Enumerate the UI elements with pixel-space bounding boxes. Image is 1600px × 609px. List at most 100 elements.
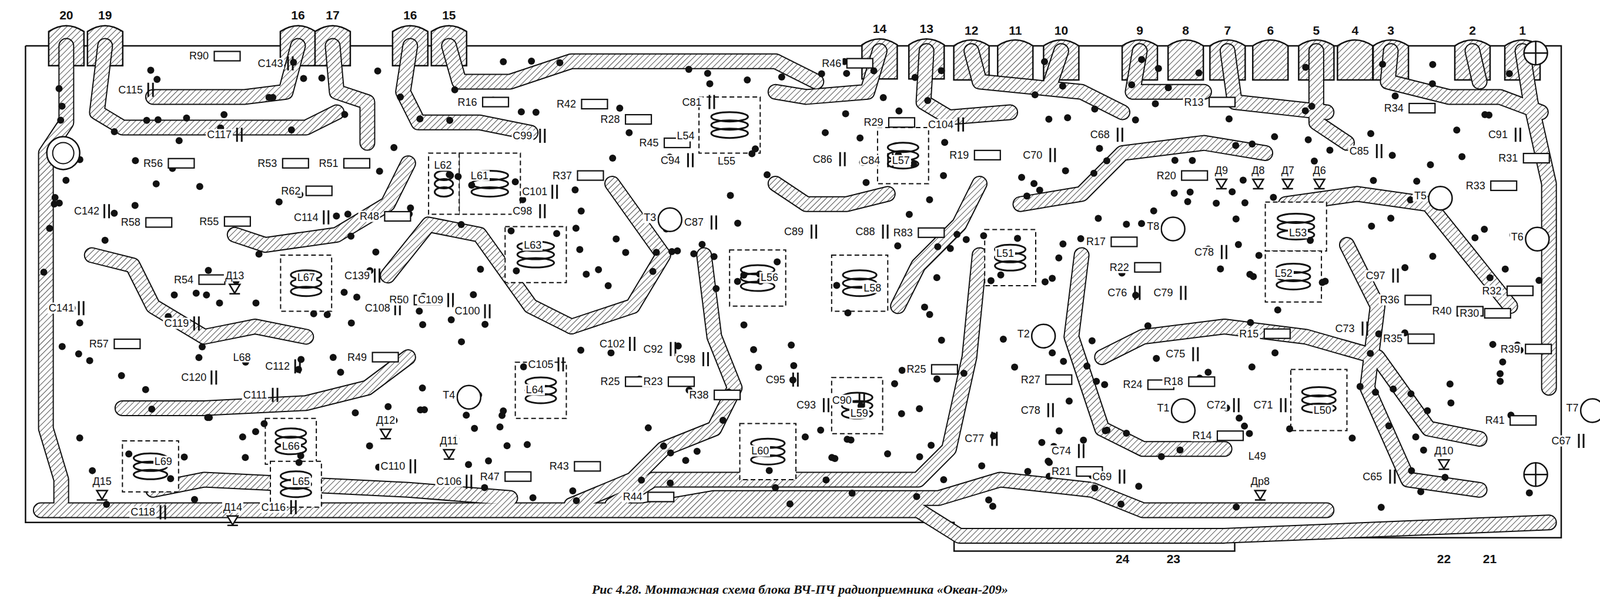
part-label: C78 (1019, 404, 1042, 416)
solder-pad (1489, 340, 1497, 348)
solder-pad (1480, 225, 1488, 233)
resistor-symbol (847, 58, 873, 69)
part-label: R18 (1162, 376, 1185, 388)
copper-trace (1346, 245, 1480, 491)
solder-pad (520, 363, 528, 371)
solder-pad (1248, 140, 1256, 148)
mounting-hole (1524, 462, 1548, 487)
solder-pad (239, 433, 247, 441)
solder-pad (1366, 349, 1374, 357)
solder-pad (1045, 459, 1053, 467)
solder-pad (1122, 429, 1130, 437)
capacitor-symbol (1180, 285, 1186, 300)
solder-pad (202, 291, 210, 299)
capacitor-symbol (466, 474, 472, 489)
solder-pad (1269, 193, 1277, 202)
coil-box (504, 226, 567, 283)
copper-trace (1102, 326, 1480, 440)
solder-pad (447, 316, 455, 324)
transistor-symbol (1525, 227, 1549, 251)
solder-pad (817, 426, 825, 434)
part-label: C119 (162, 318, 190, 330)
trace-edge (45, 45, 67, 511)
trace-edge (234, 163, 408, 246)
solder-pad (1446, 380, 1454, 388)
part-label: C102 (598, 338, 627, 350)
part-label: C65 (1361, 470, 1384, 482)
solder-pad (1301, 64, 1310, 72)
copper-trace (775, 183, 888, 204)
part-label: T5 (1413, 190, 1428, 202)
part-label: R27 (1019, 373, 1042, 386)
solder-pad (848, 489, 856, 497)
resistor-symbol (931, 364, 958, 374)
part-label: L66 (280, 440, 301, 452)
solder-pad (1241, 199, 1249, 207)
resistor-symbol (168, 158, 194, 169)
solder-pad (419, 384, 427, 392)
part-label: Д14 (222, 501, 244, 513)
solder-pad (470, 424, 478, 433)
transistor-symbol (658, 208, 682, 232)
solder-pad (577, 207, 585, 215)
solder-pad (1100, 380, 1109, 388)
capacitor-symbol (1233, 397, 1239, 413)
solder-pad (898, 366, 906, 374)
coil-box (280, 255, 332, 311)
solder-pad (51, 193, 59, 202)
copper-trace (643, 479, 1327, 511)
solder-pad (1412, 433, 1420, 441)
part-label: C116 (259, 501, 287, 513)
part-label: C72 (1205, 399, 1228, 411)
part-label: R83 (892, 226, 915, 239)
coil-winding (711, 128, 748, 139)
solder-pad (571, 186, 579, 194)
solder-pad (295, 459, 303, 467)
solder-pad (1011, 363, 1019, 371)
solder-pad (329, 353, 337, 361)
part-label: C71 (1252, 399, 1275, 411)
solder-pad (101, 236, 109, 244)
solder-pad (45, 224, 53, 232)
trace-edge (122, 357, 408, 409)
solder-pad (856, 134, 864, 142)
resistor-symbol (282, 158, 309, 169)
solder-pad (1186, 188, 1194, 196)
solder-pad (76, 434, 84, 442)
solder-pad (771, 484, 779, 492)
part-label: L63 (522, 239, 543, 251)
capacitor-symbol (811, 224, 817, 239)
solder-pad (612, 235, 620, 243)
solder-pad (1486, 273, 1494, 281)
capacitor-symbol (703, 352, 709, 367)
resistor-symbol (1507, 286, 1533, 296)
solder-pad (457, 337, 465, 346)
solder-pad (706, 79, 714, 87)
connector-tab (1337, 39, 1373, 80)
capacitor-symbol (1515, 127, 1521, 142)
solder-pad (396, 93, 404, 101)
trace-edge (1050, 51, 1061, 82)
solder-pad (1308, 102, 1316, 110)
coil-winding (995, 260, 1026, 271)
solder-pad (148, 405, 156, 413)
solder-pad (1423, 407, 1431, 415)
capacitor-symbol (484, 303, 490, 319)
capacitor-symbol (1393, 268, 1398, 283)
solder-pad (517, 108, 525, 116)
solder-pad (1122, 221, 1130, 229)
solder-pad (941, 138, 949, 146)
copper-trace (449, 45, 817, 82)
solder-pad (1232, 215, 1240, 223)
part-label: R62 (279, 185, 302, 197)
connector-tab (997, 39, 1033, 80)
coil-winding (280, 487, 311, 498)
resistor-symbol (1188, 376, 1215, 387)
solder-pad (1038, 439, 1046, 447)
part-label: R40 (1430, 305, 1453, 317)
solder-pad (1155, 64, 1163, 72)
solder-pad (673, 247, 681, 255)
pin-number: 2 (1467, 24, 1478, 38)
mounting-hole (1524, 41, 1548, 65)
solder-pad (390, 144, 398, 152)
